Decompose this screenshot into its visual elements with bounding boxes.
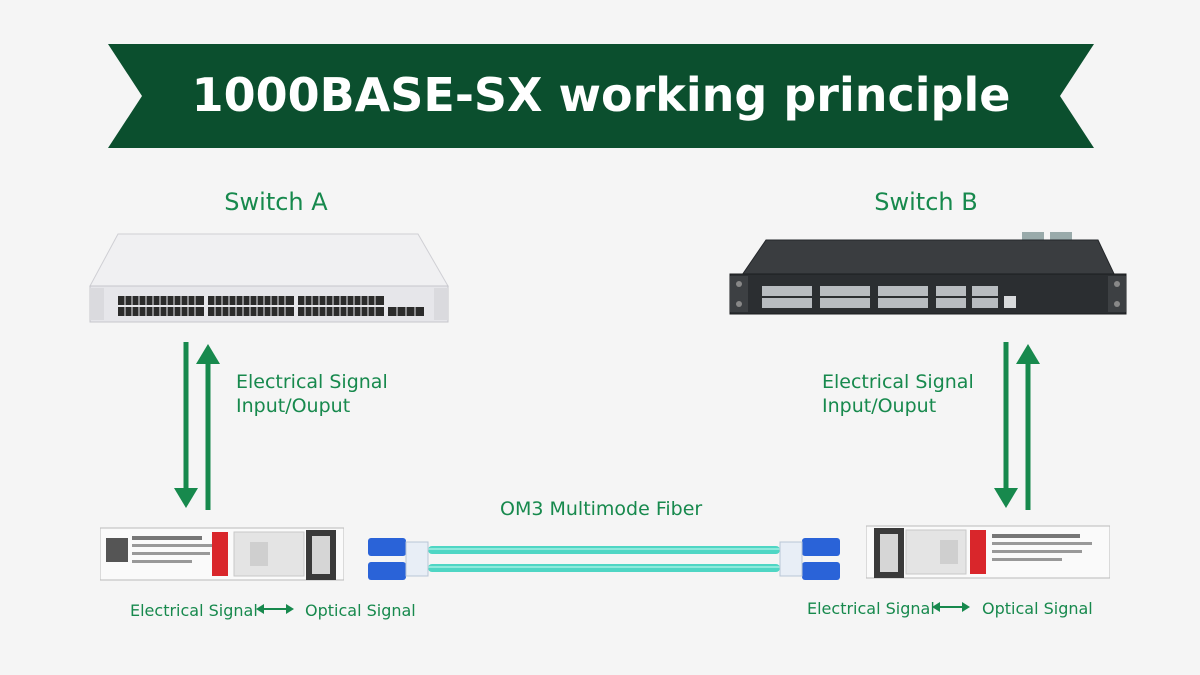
page-title: 1000BASE-SX working principle [191, 68, 1011, 122]
title-banner [108, 44, 1094, 148]
fiber-label: OM3 Multimode Fiber [500, 498, 703, 520]
left-optical-label: Optical Signal [305, 601, 416, 620]
left-lc-connector [368, 538, 429, 580]
left-signal-arrows [174, 342, 220, 510]
right-electrical-label: Electrical Signal [807, 599, 935, 618]
om3-fiber-cable [368, 538, 840, 580]
right-optical-label: Optical Signal [982, 599, 1093, 618]
left-signal-label: Electrical Signal Input/Ouput [236, 370, 388, 418]
left-sfp-module [100, 527, 344, 581]
right-signal-arrows [994, 342, 1040, 510]
switch-b-label: Switch B [874, 188, 978, 216]
right-signal-line1: Electrical Signal [822, 371, 974, 393]
right-bidirectional-arrow-icon [932, 602, 970, 612]
left-signal-line2: Input/Ouput [236, 395, 351, 417]
left-signal-line1: Electrical Signal [236, 371, 388, 393]
switch-a-device [89, 233, 449, 323]
right-sfp-module [866, 525, 1110, 579]
left-electrical-label: Electrical Signal [130, 601, 258, 620]
right-signal-line2: Input/Ouput [822, 395, 937, 417]
right-lc-connector [779, 538, 840, 580]
switch-a-label: Switch A [224, 188, 328, 216]
right-signal-label: Electrical Signal Input/Ouput [822, 370, 974, 418]
switch-b-device [729, 232, 1127, 315]
left-bidirectional-arrow-icon [256, 604, 294, 614]
